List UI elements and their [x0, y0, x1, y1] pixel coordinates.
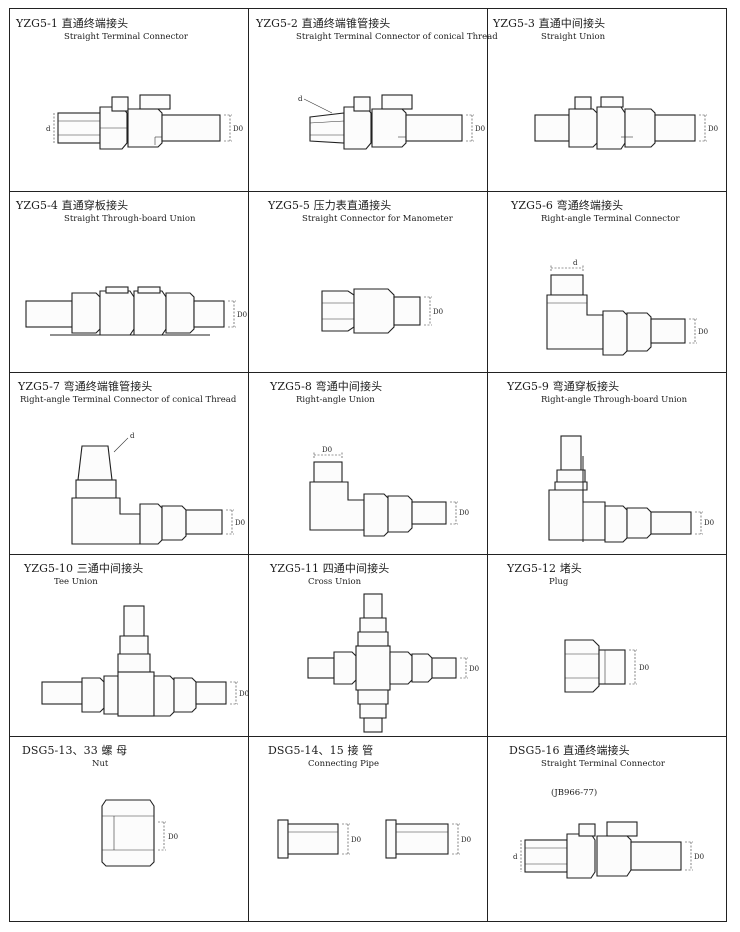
part-name: Straight Union [541, 32, 606, 42]
part-name: Right-angle Union [296, 395, 375, 405]
dim-label-d0: D0 [235, 519, 245, 527]
grid-divider-h4 [10, 736, 726, 738]
dim-label-d0: D0 [168, 833, 178, 841]
dim-label-d0: D0 [704, 519, 714, 527]
part-name: Straight Terminal Connector of conical T… [296, 32, 498, 42]
part-code: DSG5-14、15 接 管 [268, 744, 374, 757]
cell-yzg5-11: YZG5-11 四通中间接头 Cross Union D0 [248, 554, 487, 736]
grid-divider-h3 [10, 554, 726, 556]
part-name: Straight Terminal Connector [64, 32, 188, 42]
straight-union-drawing: D0 [534, 96, 718, 150]
part-code: YZG5-12 堵头 [507, 562, 582, 575]
cross-union-drawing: D0 [307, 593, 479, 733]
plug-drawing: D0 [564, 639, 649, 693]
part-name: Connecting Pipe [308, 759, 380, 769]
cell-yzg5-12: YZG5-12 堵头 Plug D0 [487, 554, 726, 736]
dim-label-d0: D0 [708, 125, 718, 133]
catalog-grid: YZG5-1 直通终端接头 Straight Terminal Connecto… [9, 8, 727, 922]
cell-yzg5-10: YZG5-10 三通中间接头 Tee Union D0 [10, 554, 249, 736]
grid-divider-h2 [10, 372, 726, 374]
part-name: Right-angle Through-board Union [541, 395, 688, 405]
right-angle-through-board-union-drawing: D0 [548, 435, 714, 543]
part-code: YZG5-7 弯通终端锥管接头 [18, 380, 153, 393]
part-code: YZG5-4 直通穿板接头 [16, 199, 129, 212]
right-angle-union-drawing: D0 D0 [309, 446, 469, 537]
right-angle-terminal-connector-drawing: d D0 [546, 259, 708, 356]
cell-yzg5-5: YZG5-5 压力表直通接头 Straight Connector for Ma… [248, 191, 487, 372]
part-name: Straight Through-board Union [64, 214, 196, 224]
standard-code: (JB966-77) [551, 788, 598, 798]
straight-terminal-connector-jb966-drawing: d D0 [513, 821, 704, 879]
right-angle-conical-thread-connector-drawing: d D0 [71, 432, 245, 545]
dim-label-d0: D0 [698, 328, 708, 336]
dim-label-d0: D0 [433, 308, 443, 316]
dim-label-d0-left: D0 [351, 836, 361, 844]
cell-yzg5-1: YZG5-1 直通终端接头 Straight Terminal Connecto… [10, 9, 248, 191]
dim-label-d: d [513, 853, 518, 861]
part-name: Straight Terminal Connector [541, 759, 665, 769]
dim-label-d0: D0 [239, 690, 249, 698]
part-code: DSG5-13、33 螺 母 [22, 744, 128, 757]
cell-yzg5-4: YZG5-4 直通穿板接头 Straight Through-board Uni… [10, 191, 248, 372]
dim-label-d: d [298, 95, 303, 103]
cell-yzg5-7: YZG5-7 弯通终端锥管接头 Right-angle Terminal Con… [10, 372, 248, 554]
connecting-pipe-drawing: D0 D0 [277, 819, 471, 859]
dim-label-d0: D0 [694, 853, 704, 861]
conical-thread-connector-drawing: d D0 [298, 94, 485, 150]
part-code: DSG5-16 直通终端接头 [509, 744, 630, 757]
part-name: Plug [549, 577, 569, 587]
tee-union-drawing: D0 [41, 605, 249, 717]
cell-dsg5-14: DSG5-14、15 接 管 Connecting Pipe D0 D0 [248, 736, 487, 921]
dim-label-d0: D0 [233, 125, 243, 133]
grid-divider-v2 [487, 9, 489, 921]
part-code: YZG5-2 直通终端锥管接头 [256, 17, 391, 30]
grid-divider-v1 [248, 9, 250, 921]
part-code: YZG5-1 直通终端接头 [16, 17, 129, 30]
part-name: Tee Union [54, 577, 98, 587]
part-code: YZG5-9 弯通穿板接头 [507, 380, 620, 393]
dim-label-d: d [46, 125, 51, 133]
grid-divider-h1 [10, 191, 726, 193]
cell-yzg5-3: YZG5-3 直通中间接头 Straight Union D0 [487, 9, 726, 191]
cell-dsg5-16: DSG5-16 直通终端接头 Straight Terminal Connect… [487, 736, 726, 921]
straight-terminal-connector-drawing: d D0 [46, 94, 243, 150]
cell-yzg5-2: YZG5-2 直通终端锥管接头 Straight Terminal Connec… [248, 9, 498, 191]
part-code: YZG5-5 压力表直通接头 [268, 199, 392, 212]
dim-label-d0-right: D0 [461, 836, 471, 844]
part-name: Right-angle Terminal Connector [541, 214, 680, 224]
part-code: YZG5-6 弯通终端接头 [511, 199, 624, 212]
dim-label-d0-side: D0 [459, 509, 469, 517]
dim-label-d0: D0 [469, 665, 479, 673]
part-code: YZG5-10 三通中间接头 [24, 562, 144, 575]
cell-yzg5-6: YZG5-6 弯通终端接头 Right-angle Terminal Conne… [487, 191, 726, 372]
dim-label-d0: D0 [639, 664, 649, 672]
dim-label-d: d [130, 432, 135, 440]
part-name: Nut [92, 759, 109, 769]
manometer-connector-drawing: D0 [321, 288, 443, 334]
part-name: Cross Union [308, 577, 362, 587]
part-name: Straight Connector for Manometer [302, 214, 453, 224]
cell-yzg5-9: YZG5-9 弯通穿板接头 Right-angle Through-board … [487, 372, 726, 554]
part-code: YZG5-11 四通中间接头 [270, 562, 390, 575]
part-name: Right-angle Terminal Connector of conica… [20, 395, 237, 405]
cell-dsg5-13: DSG5-13、33 螺 母 Nut D0 [10, 736, 248, 921]
dim-label-d0: D0 [237, 311, 247, 319]
part-code: YZG5-3 直通中间接头 [493, 17, 606, 30]
cell-yzg5-8: YZG5-8 弯通中间接头 Right-angle Union D0 D0 [248, 372, 487, 554]
dim-label-d0-top: D0 [322, 446, 332, 454]
dim-label-d0: D0 [475, 125, 485, 133]
part-code: YZG5-8 弯通中间接头 [270, 380, 383, 393]
through-board-union-drawing: D0 [25, 286, 247, 336]
nut-drawing: D0 [101, 799, 178, 867]
dim-label-d: d [573, 259, 578, 267]
